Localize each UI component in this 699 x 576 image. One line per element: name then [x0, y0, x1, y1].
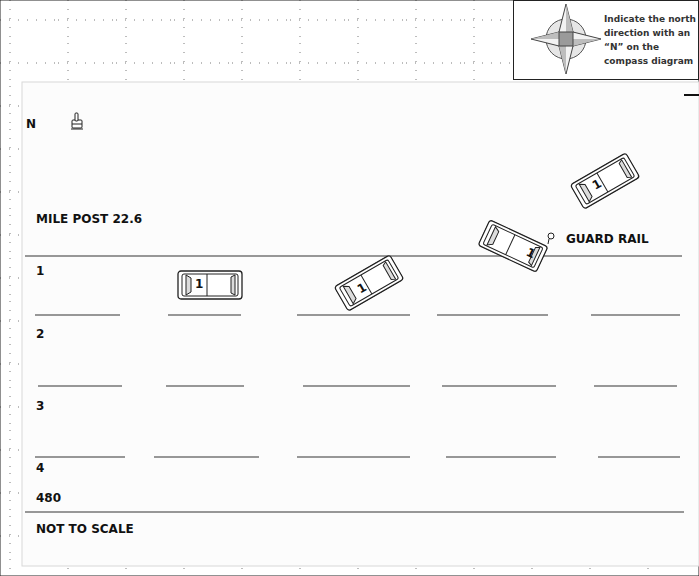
road-edge	[25, 512, 684, 513]
mile-post-label: MILE POST 22.6	[36, 213, 142, 225]
lane-lines	[35, 315, 680, 457]
guard-rail-label: GUARD RAIL	[566, 233, 649, 245]
lane-number: 1	[36, 265, 44, 277]
vehicle: 1	[177, 270, 243, 300]
compass-symbol	[514, 1, 610, 81]
instruction-text: Indicate the north direction with an “N”…	[604, 12, 698, 68]
vehicle-number: 1	[195, 278, 203, 290]
lane-number: 3	[36, 400, 44, 412]
panel-tick	[684, 94, 699, 96]
lane-number: 4	[36, 462, 44, 474]
lane-number: 2	[36, 328, 44, 340]
compass-box: Indicate the north direction with an “N”…	[513, 0, 699, 80]
vehicle-outline	[177, 270, 243, 300]
route-number: 480	[36, 492, 61, 504]
hand-icon	[71, 113, 83, 129]
drawing-panel	[22, 82, 699, 566]
road-edge	[25, 256, 682, 257]
guard-rail-symbol	[548, 233, 554, 244]
north-marker: N	[26, 118, 36, 130]
scale-note: NOT TO SCALE	[36, 523, 134, 535]
